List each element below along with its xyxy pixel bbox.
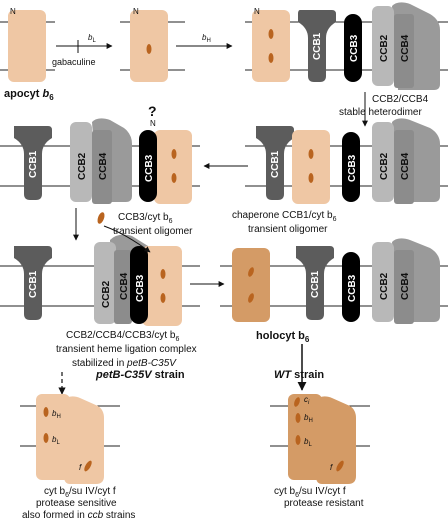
chaperone-label-line2: transient oligomer [248,224,328,235]
ccb3-row2r-label: CCB3 [347,154,358,182]
apocyt-bh-bl-n-terminus: N [254,7,260,16]
holocyt-label: holocyt b6 [256,330,310,344]
ccb4-row2-label: CCB4 [98,152,109,180]
ccb4-row2r-label: CCB4 [400,152,411,180]
ccb3-row2-right [342,132,360,202]
ccb1-row3-right [296,246,334,320]
wt-strain-label: WT strain [274,369,324,381]
gabaculine-label: gabaculine [52,57,96,67]
complex-label-line2: transient heme ligation complex [56,344,197,355]
heme-bl [146,44,152,54]
incoming-heme [97,212,105,224]
apocyt-label: apocyt b6 [4,88,54,102]
resistant-ci-label: ci [304,395,310,406]
ccb3-label: CCB3 [349,34,360,62]
ccb2-label: CCB2 [379,34,390,62]
stable-heterodimer-line1: CCB2/CCB4 [372,94,429,105]
ccb3-protein [344,14,362,82]
ccb1-row3r-label: CCB1 [310,270,321,298]
b6f-complex-sensitive [36,394,104,484]
ccb1-row2-label: CCB1 [28,150,39,178]
apocyt-n-terminus: N [10,7,16,16]
ccb4-label: CCB4 [400,34,411,62]
ccb2-row2-label: CCB2 [77,152,88,180]
ccb2-row3r-label: CCB2 [379,272,390,300]
ccb3-cyt-oligomer [139,130,192,204]
ccb3cyt-label-line1: CCB3/cyt b6 [118,212,173,225]
ccb3-row3r-label: CCB3 [347,274,358,302]
ccb1-row3-label: CCB1 [28,270,39,298]
ccb1-row2 [14,126,52,200]
ccb1-chap-label: CCB1 [270,150,281,178]
apocyt-bl-protein [130,10,168,82]
chaperone-label-line1: chaperone CCB1/cyt b6 [232,210,337,223]
resistant-bl-label: bL [304,437,312,448]
b6f-complex-resistant [288,394,356,484]
heme-bh [268,29,274,39]
holocyt-b6-protein [232,248,270,322]
apocyt-bh-bl-protein [252,10,290,82]
ccb1-protein [298,10,336,82]
bottom-left-line1: cyt b6/su IV/cyt f [44,486,116,499]
apocyt-bl-n-terminus: N [133,7,139,16]
resistant-bh-label: bH [304,413,313,424]
bottom-left-line3: also formed in ccb strains [22,510,135,519]
bottom-left-line2: protease sensitive [36,498,117,509]
ccb1-label: CCB1 [312,32,323,60]
ccb2-ccb4-row3-right [372,238,440,324]
ccb2-row2r-label: CCB2 [379,152,390,180]
ccb2-ccb4-row2-right [372,118,440,204]
ccb3-row3-label: CCB3 [135,274,146,302]
sensitive-bl-label: bL [52,435,60,446]
bottom-right-line2: protease resistant [284,498,364,509]
complex-label-line3: stabilized in petB-C35V [72,358,177,369]
ccb4-row3-label: CCB4 [119,272,130,300]
question-mark: ? [148,103,157,119]
ccb2-ccb4-row2 [70,118,132,204]
sensitive-bh-label: bH [52,409,61,420]
ccb1-row3 [14,246,52,320]
ccb3-row2-label: CCB3 [144,154,155,182]
ccb4-row3r-label: CCB4 [400,272,411,300]
bottom-right-line1: cyt b6/su IV/cyt f [274,486,346,499]
heme-ligation-complex [94,234,182,326]
heme-delivery-arrow [103,225,151,253]
chaperone-ccb1-cyt [256,126,330,204]
complex-label-line1: CCB2/CCB4/CCB3/cyt b6 [66,330,179,343]
ccb2-row3-label: CCB2 [101,280,112,308]
resistant-f-label: f [330,463,333,472]
ccb3cyt-label-line2: transient oligomer [113,226,193,237]
petb-strain-label: petB-C35V strain [95,369,185,381]
ccb3cyt-n-terminus: N [150,119,156,128]
stable-heterodimer-line2: stable heterodimer [339,107,422,118]
ccb2-ccb4-heterodimer [372,2,440,90]
ccb3-row3-right [342,252,360,322]
arrow-bl-label: bL [88,33,96,44]
apocyt-b6-protein [8,10,46,82]
arrow-bh-label: bH [202,33,211,44]
heme-bl [268,53,274,63]
sensitive-f-label: f [79,463,82,472]
